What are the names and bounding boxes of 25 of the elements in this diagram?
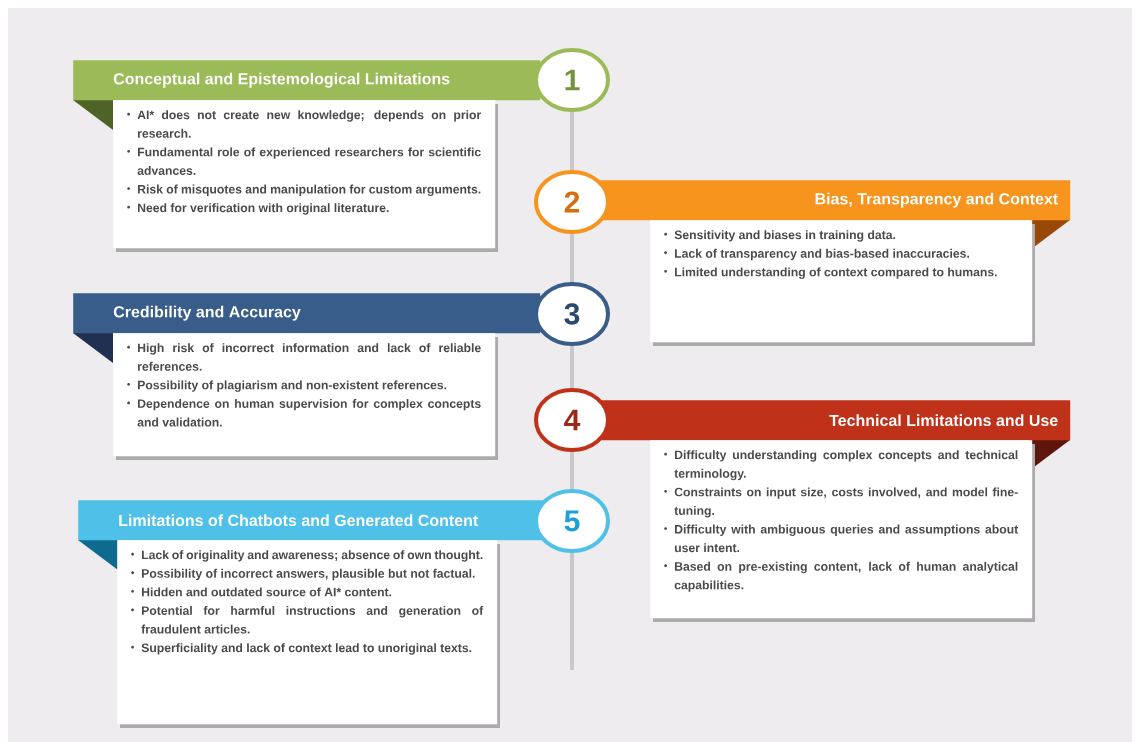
bullet-item: Fundamental role of experienced researchers for scientific advances. bbox=[127, 147, 481, 175]
bullet-item: Hidden and outdated source of AI* content. bbox=[131, 587, 392, 597]
bullet-item: Need for verification with original literature. bbox=[127, 203, 389, 215]
bullet-item: Based on pre-existing content, lack of human analytical capabilities. bbox=[664, 561, 1018, 592]
text-card bbox=[650, 440, 1035, 622]
bullet-item: Difficulty with ambiguous queries and assumptions about user intent. bbox=[664, 524, 1019, 553]
bullet-item: Lack of transparency and bias-based inaccuracies. bbox=[664, 248, 969, 261]
bullet-item: Dependence on human supervision for complex concepts and validation. bbox=[127, 399, 481, 427]
text-card bbox=[113, 333, 498, 460]
bullet-item: Sensitivity and biases in training data. bbox=[664, 230, 896, 242]
bullet-item: Lack of originality and awareness; absence of own thought. bbox=[131, 550, 483, 562]
timeline-line bbox=[570, 112, 574, 170]
bullet-item: Limited understanding of context compared to humans. bbox=[664, 267, 997, 279]
text-card bbox=[117, 540, 500, 728]
bullet-item: Possibility of incorrect answers, plausible but not factual. bbox=[131, 568, 475, 581]
timeline-line bbox=[570, 234, 574, 282]
bullet-item: Superficiality and lack of context lead to unoriginal texts. bbox=[131, 643, 472, 655]
bullet-item: Risk of misquotes and manipulation for custom arguments. bbox=[127, 184, 481, 197]
bullet-item: Possibility of plagiarism and non-existent references. bbox=[127, 380, 447, 392]
bullet-item: Potential for harmful instructions and generation of fraudulent articles. bbox=[131, 606, 484, 634]
bullet-item: Constraints on input size, costs involved, and model fine-tuning. bbox=[664, 487, 1018, 518]
timeline-line bbox=[570, 452, 574, 489]
text-card bbox=[113, 100, 498, 252]
timeline-line bbox=[570, 346, 574, 388]
text-card bbox=[650, 220, 1035, 346]
